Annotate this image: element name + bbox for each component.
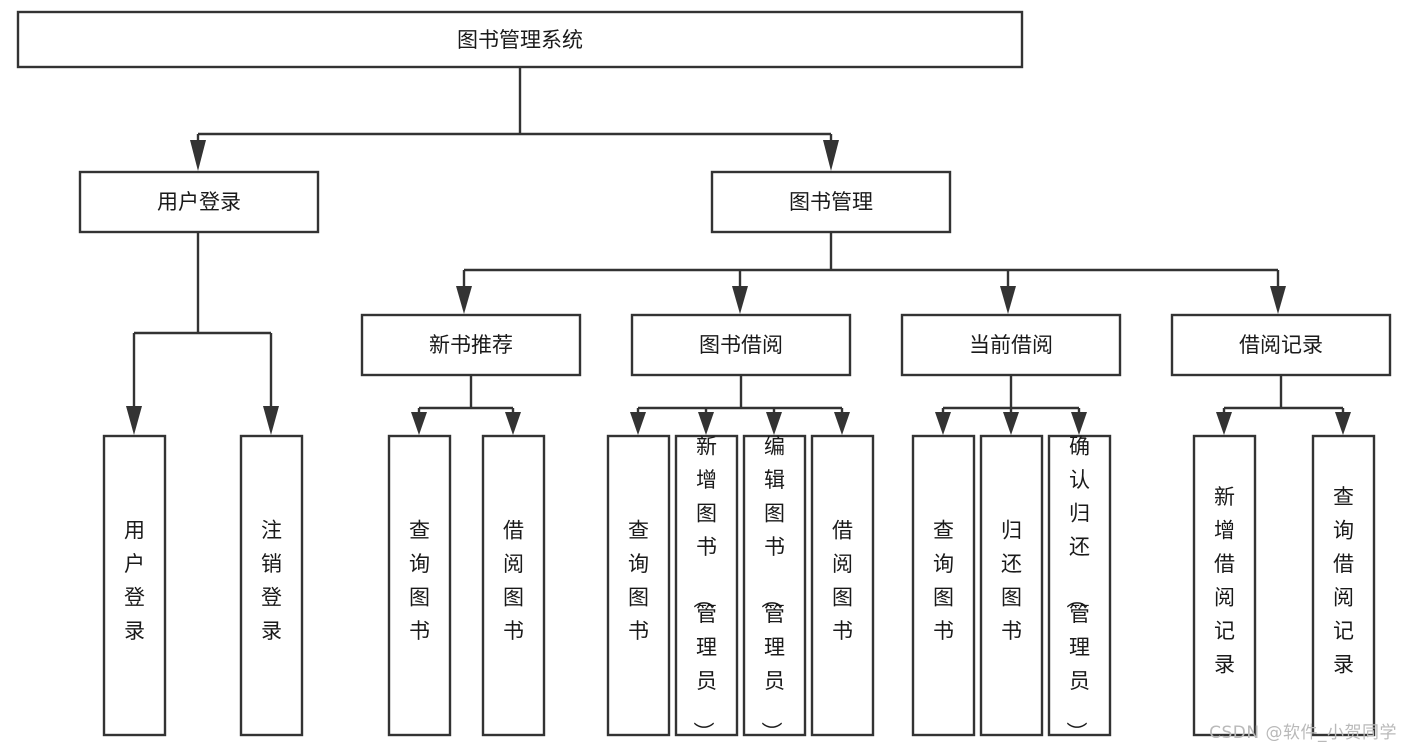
node-leaf-user-logout[interactable]: 注销登录 (239, 434, 304, 737)
node-box-leaf-query-book-b[interactable] (606, 434, 671, 737)
node-leaf-user-login[interactable]: 用户登录 (102, 434, 167, 737)
connector-group-user-login-children (126, 232, 279, 435)
node-leaf-confirm-return[interactable]: 确认归还（管理员） (1047, 434, 1112, 743)
node-box-leaf-user-login[interactable] (102, 434, 167, 737)
node-box-leaf-query-book-c[interactable] (911, 434, 976, 737)
node-box-root[interactable] (16, 10, 1024, 69)
node-leaf-add-book[interactable]: 新增图书（管理员） (674, 434, 739, 743)
node-leaf-query-book-a[interactable]: 查询图书 (387, 434, 452, 737)
arrowhead-leaf-add-record (1216, 412, 1232, 435)
node-box-leaf-add-book[interactable] (674, 434, 739, 737)
node-box-leaf-return-book[interactable] (979, 434, 1044, 737)
connector-group-book-manage-children (456, 232, 1286, 314)
arrowhead-leaf-query-book-a (411, 412, 427, 435)
arrowhead-leaf-confirm-return (1071, 412, 1087, 435)
arrowhead-leaf-edit-book (766, 412, 782, 435)
node-current-borrow[interactable]: 当前借阅 (900, 313, 1122, 377)
node-new-book-recommend[interactable]: 新书推荐 (360, 313, 582, 377)
connector-group-new-book-recommend-children (411, 375, 521, 435)
arrowhead-to-user-login (190, 140, 206, 171)
arrowhead-leaf-query-book-c (935, 412, 951, 435)
arrowhead-to-current-borrow (1000, 286, 1016, 314)
node-label-leaf-edit-book: 编辑图书（管理员） (759, 435, 785, 743)
connector-group-current-borrow-children (935, 375, 1087, 435)
node-label-book-borrow: 图书借阅 (699, 333, 783, 357)
arrowhead-leaf-borrow-book-a (505, 412, 521, 435)
node-box-leaf-user-logout[interactable] (239, 434, 304, 737)
node-label-current-borrow: 当前借阅 (969, 333, 1053, 357)
node-label-leaf-query-book-c: 查询图书 (933, 518, 954, 643)
connector-group-book-borrow-children (630, 375, 850, 435)
node-book-manage[interactable]: 图书管理 (710, 170, 952, 234)
node-leaf-edit-book[interactable]: 编辑图书（管理员） (742, 434, 807, 743)
node-label-leaf-borrow-book-b: 借阅图书 (832, 518, 853, 643)
node-box-leaf-edit-book[interactable] (742, 434, 807, 737)
node-label-leaf-add-book: 新增图书（管理员） (691, 435, 717, 743)
arrowhead-leaf-query-book-b (630, 412, 646, 435)
node-label-leaf-confirm-return: 确认归还（管理员） (1064, 435, 1090, 743)
arrowhead-leaf-borrow-book-b (834, 412, 850, 435)
node-label-new-book-recommend: 新书推荐 (429, 333, 513, 357)
arrowhead-leaf-user-login (126, 406, 142, 435)
node-box-leaf-confirm-return[interactable] (1047, 434, 1112, 737)
arrowhead-leaf-return-book (1003, 412, 1019, 435)
node-box-leaf-query-record[interactable] (1311, 434, 1376, 737)
node-box-book-borrow[interactable] (630, 313, 852, 377)
arrowhead-to-new-book-recommend (456, 286, 472, 314)
node-box-leaf-borrow-book-b[interactable] (810, 434, 875, 737)
connector-group-borrow-record-children (1216, 375, 1351, 435)
node-user-login[interactable]: 用户登录 (78, 170, 320, 234)
arrowhead-to-book-manage (823, 140, 839, 171)
leaf-node-layer: 用户登录 注销登录 查询图书 借阅图书 查询图书 新增图书（管理员） 编辑图书（管理员） 借阅… (102, 434, 1376, 743)
node-label-leaf-user-login: 用户登录 (124, 518, 145, 643)
node-borrow-record[interactable]: 借阅记录 (1170, 313, 1392, 377)
node-box-new-book-recommend[interactable] (360, 313, 582, 377)
node-box-leaf-borrow-book-a[interactable] (481, 434, 546, 737)
node-label-leaf-add-record: 新增借阅记录 (1214, 485, 1235, 677)
node-box-borrow-record[interactable] (1170, 313, 1392, 377)
node-leaf-query-book-c[interactable]: 查询图书 (911, 434, 976, 737)
node-label-leaf-user-logout: 注销登录 (261, 518, 282, 643)
arrowhead-leaf-query-record (1335, 412, 1351, 435)
node-leaf-add-record[interactable]: 新增借阅记录 (1192, 434, 1257, 737)
node-box-book-manage[interactable] (710, 170, 952, 234)
watermark-text: CSDN @软件_小贺同学 (1209, 723, 1397, 743)
node-leaf-return-book[interactable]: 归还图书 (979, 434, 1044, 737)
node-box-leaf-query-book-a[interactable] (387, 434, 452, 737)
node-label-leaf-query-record: 查询借阅记录 (1333, 485, 1354, 677)
node-box-leaf-add-record[interactable] (1192, 434, 1257, 737)
node-leaf-borrow-book-b[interactable]: 借阅图书 (810, 434, 875, 737)
node-label-user-login: 用户登录 (157, 190, 241, 214)
arrowhead-leaf-add-book (698, 412, 714, 435)
arrowhead-to-borrow-record (1270, 286, 1286, 314)
node-book-borrow[interactable]: 图书借阅 (630, 313, 852, 377)
node-label-leaf-return-book: 归还图书 (1001, 518, 1022, 643)
node-label-leaf-query-book-b: 查询图书 (628, 518, 649, 643)
node-label-book-manage: 图书管理 (789, 190, 873, 214)
node-label-leaf-borrow-book-a: 借阅图书 (503, 518, 524, 643)
node-box-current-borrow[interactable] (900, 313, 1122, 377)
node-root-system[interactable]: 图书管理系统 (16, 10, 1024, 69)
node-box-user-login[interactable] (78, 170, 320, 234)
node-label-leaf-query-book-a: 查询图书 (409, 518, 430, 643)
node-leaf-query-record[interactable]: 查询借阅记录 (1311, 434, 1376, 737)
arrowhead-leaf-user-logout (263, 406, 279, 435)
node-leaf-query-book-b[interactable]: 查询图书 (606, 434, 671, 737)
node-label-root: 图书管理系统 (457, 28, 583, 52)
arrowhead-to-book-borrow (732, 286, 748, 314)
node-leaf-borrow-book-a[interactable]: 借阅图书 (481, 434, 546, 737)
connector-group-root-to-level2 (190, 67, 839, 171)
node-label-borrow-record: 借阅记录 (1239, 333, 1323, 357)
